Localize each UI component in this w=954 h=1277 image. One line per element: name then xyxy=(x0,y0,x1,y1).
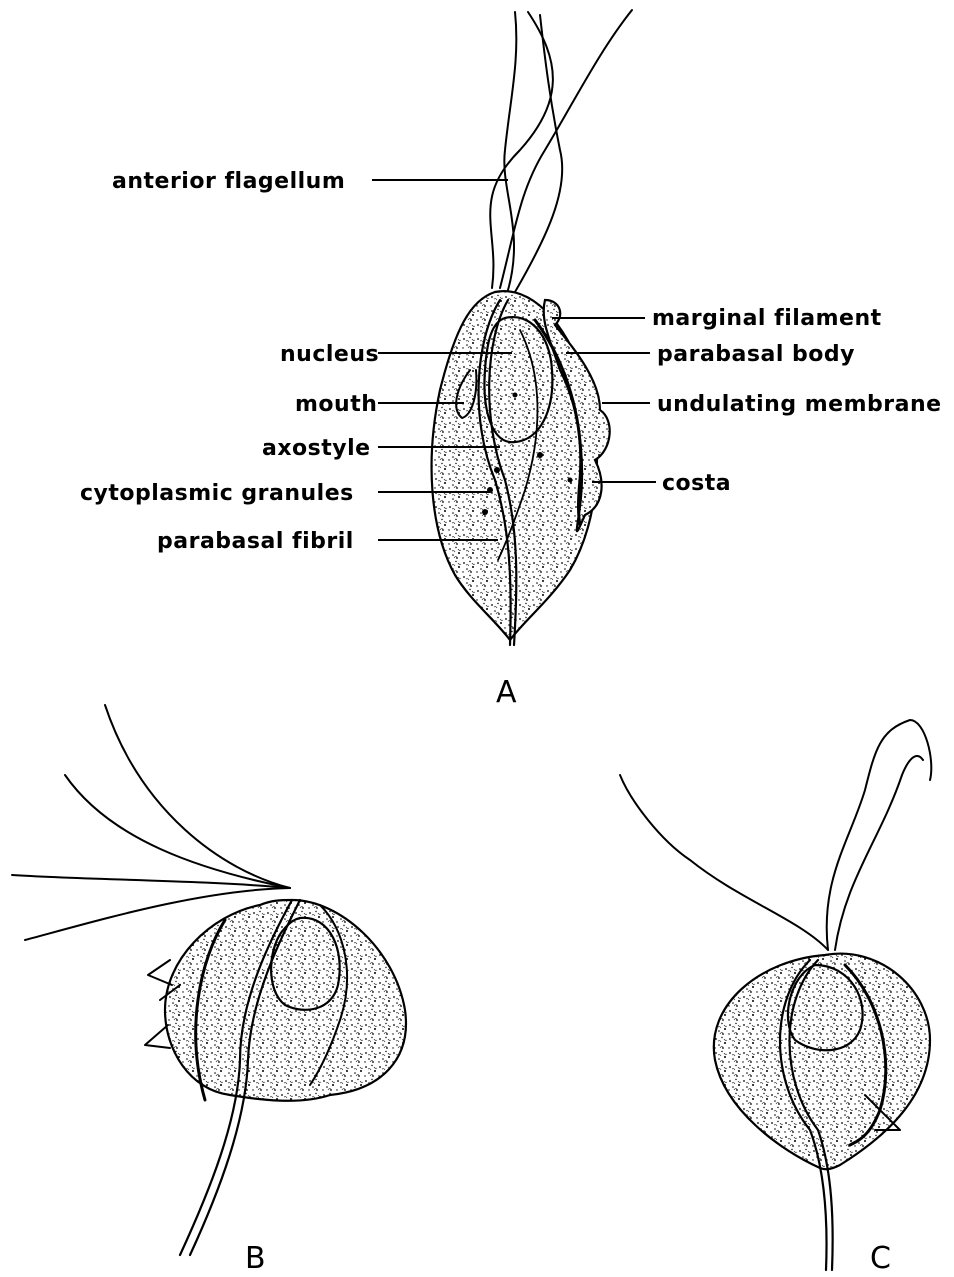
label-mouth: mouth xyxy=(295,392,377,417)
panel-letter-c: C xyxy=(870,1241,891,1276)
panel-b: B xyxy=(12,705,406,1276)
flagella-c xyxy=(620,720,931,950)
cell-body-a xyxy=(432,291,597,640)
anterior-flagella xyxy=(490,10,632,292)
panel-letter-b: B xyxy=(245,1241,266,1276)
cell-body-c xyxy=(714,954,930,1170)
label-marginal-filament: marginal filament xyxy=(652,306,882,331)
label-anterior-flagellum: anterior flagellum xyxy=(112,169,345,194)
panel-letter-a: A xyxy=(496,675,517,710)
label-parabasal-fibril: parabasal fibril xyxy=(157,529,354,554)
flagella-b xyxy=(12,705,290,940)
label-nucleus: nucleus xyxy=(280,342,379,367)
panel-c: C xyxy=(620,720,931,1276)
label-cytoplasmic-granules: cytoplasmic granules xyxy=(80,481,354,506)
panel-a: anterior flagellum marginal filament nuc… xyxy=(80,10,942,710)
label-axostyle: axostyle xyxy=(262,436,371,461)
label-undulating-membrane: undulating membrane xyxy=(657,392,942,417)
label-parabasal-body: parabasal body xyxy=(657,342,855,367)
label-costa: costa xyxy=(662,471,731,496)
